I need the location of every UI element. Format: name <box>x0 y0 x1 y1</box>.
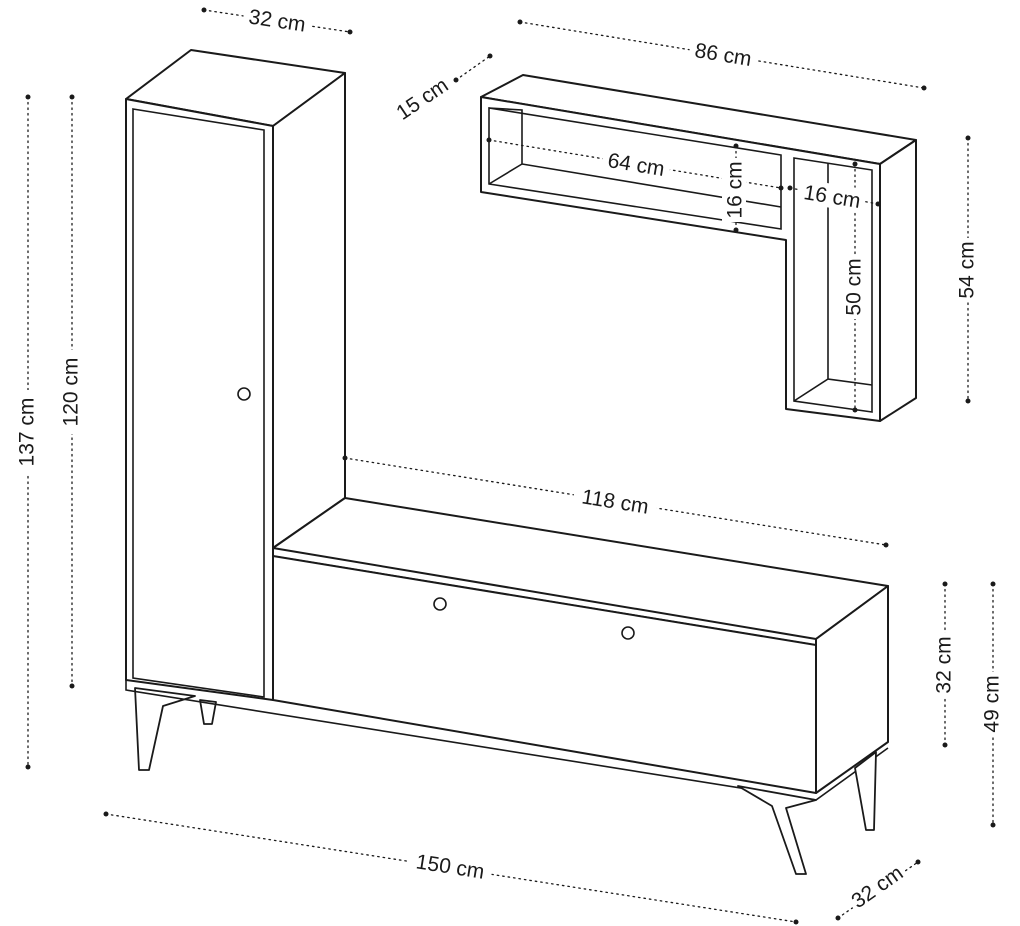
wall-shelf-vertical-back <box>793 163 873 402</box>
label-shelf-side-height: 50 cm <box>843 258 866 315</box>
tall-cabinet-door-knob <box>237 387 251 401</box>
tv-unit <box>125 497 889 875</box>
tall-cabinet-side <box>272 72 346 549</box>
label-shelf-inner-height: 16 cm <box>724 161 747 218</box>
wall-shelf-vertical-compartment <box>793 157 873 413</box>
tall-cabinet <box>125 49 346 771</box>
label-tall-cabinet-height-body: 120 cm <box>60 358 83 427</box>
wall-shelf-side <box>879 139 917 422</box>
tall-cabinet-front <box>125 98 274 701</box>
label-tv-unit-depth: 32 cm <box>847 861 907 913</box>
label-tall-cabinet-height-total: 137 cm <box>16 398 39 467</box>
tall-cabinet-door <box>132 108 265 698</box>
label-tv-unit-total-height: 49 cm <box>981 675 1004 732</box>
wall-shelf-inner-compartment <box>488 107 782 230</box>
wall-shelf <box>480 74 917 422</box>
label-shelf-width: 86 cm <box>693 39 753 71</box>
tv-unit-knob-left <box>433 597 447 611</box>
tv-unit-knob-right <box>621 626 635 640</box>
label-tv-unit-body-height: 32 cm <box>933 636 956 693</box>
label-shelf-total-height: 54 cm <box>956 241 979 298</box>
tall-cabinet-leg-back <box>199 699 217 725</box>
tv-unit-base <box>125 680 889 801</box>
tall-cabinet-leg-front <box>134 687 196 771</box>
wall-shelf-inner-back <box>488 107 782 208</box>
tv-unit-front <box>272 555 817 794</box>
tv-unit-leg-right <box>854 751 877 831</box>
tv-unit-leg-front <box>737 785 817 875</box>
